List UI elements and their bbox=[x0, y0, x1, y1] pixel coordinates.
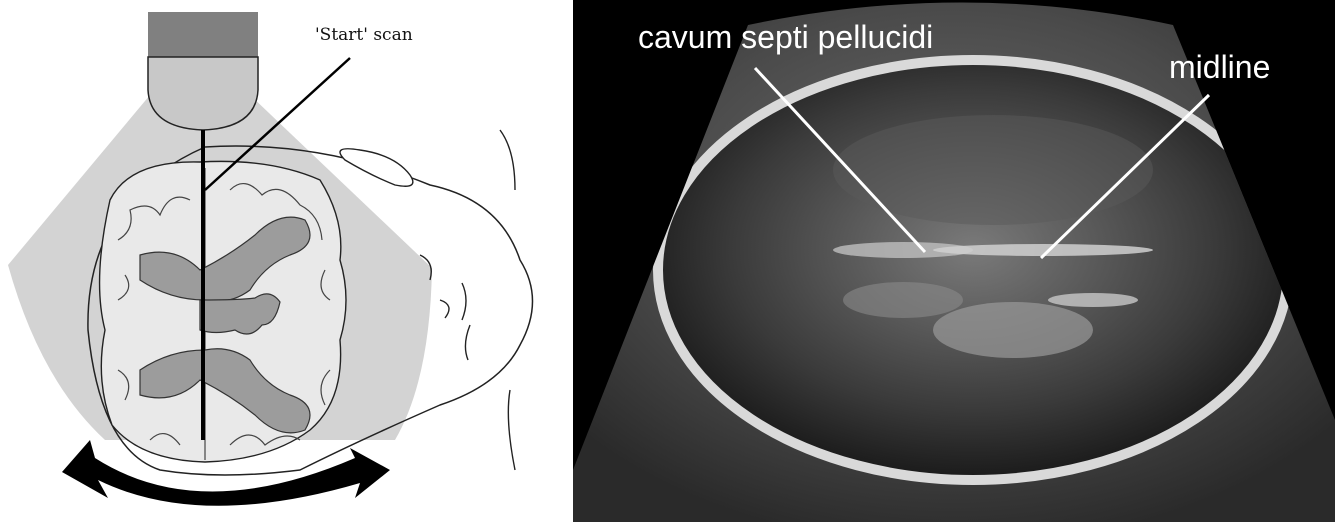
probe-cable-housing bbox=[148, 12, 258, 57]
midline-label: midline bbox=[1169, 49, 1270, 85]
scan-diagram: 'Start' scan bbox=[0, 0, 566, 522]
face-features bbox=[420, 130, 515, 470]
cavum-septi-pellucidi-label: cavum septi pellucidi bbox=[638, 19, 933, 55]
ear bbox=[340, 149, 413, 187]
ultrasound-image-panel: cavum septi pellucidi midline bbox=[573, 0, 1335, 522]
start-scan-label: 'Start' scan bbox=[315, 25, 413, 45]
probe-head bbox=[148, 57, 258, 130]
ultrasound-image: cavum septi pellucidi midline bbox=[573, 0, 1335, 522]
scan-diagram-panel: 'Start' scan bbox=[0, 0, 566, 522]
